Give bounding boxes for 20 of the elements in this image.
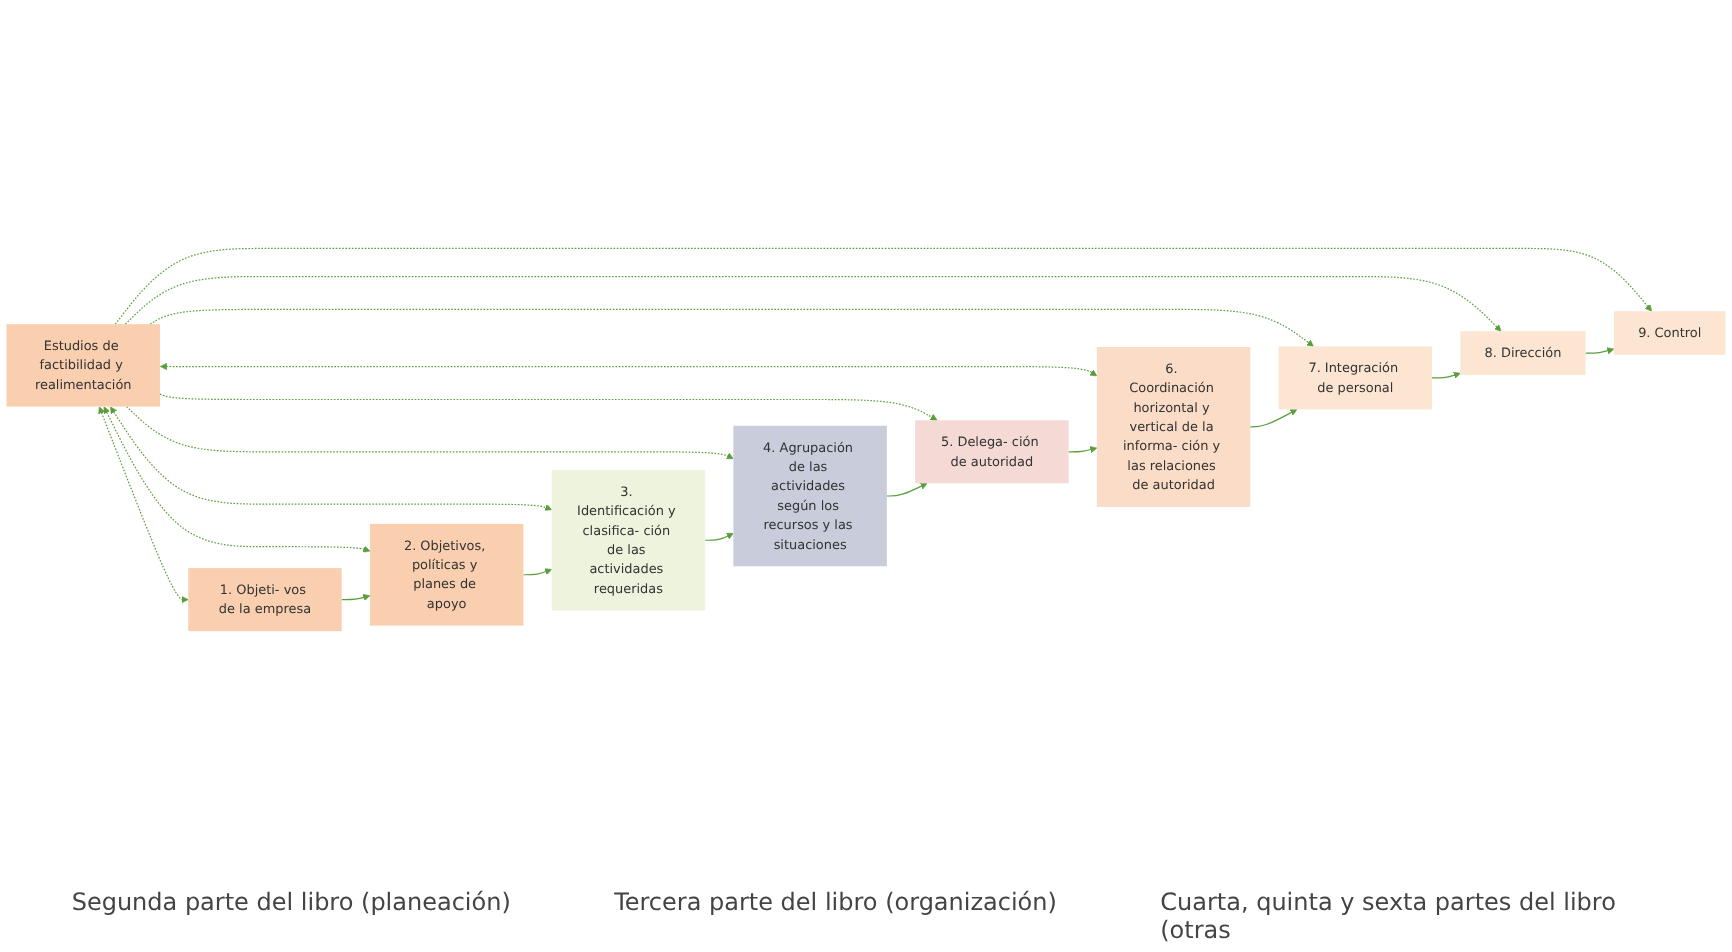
arrow	[886, 483, 928, 497]
arrow	[98, 406, 189, 604]
arrow	[1585, 347, 1615, 355]
arrow	[124, 276, 1502, 332]
arrow	[103, 406, 371, 553]
arrow	[704, 533, 734, 542]
arrow	[341, 594, 371, 602]
arrow	[110, 406, 552, 511]
section-note: Segunda parte del libro (planeación)	[71, 888, 511, 920]
section-note: Tercera parte del libro (organización)	[614, 888, 1057, 920]
arrow	[159, 363, 1098, 377]
arrow	[149, 309, 1314, 347]
arrow	[1068, 446, 1098, 454]
section-note: Cuarta, quinta y sexta partes del libro (otras	[1160, 888, 1618, 944]
arrow	[1431, 372, 1461, 379]
arrow	[1249, 409, 1298, 428]
arrow	[114, 248, 1652, 325]
arrow	[159, 393, 938, 421]
arrow	[125, 406, 734, 460]
arrow	[522, 568, 552, 576]
